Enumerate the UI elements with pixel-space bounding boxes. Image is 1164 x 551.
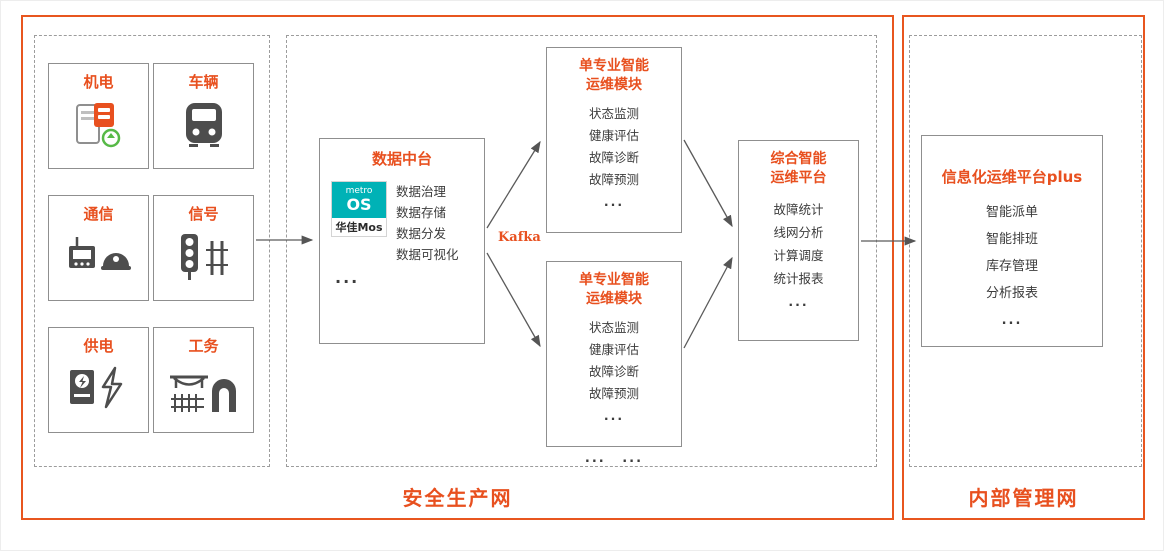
ellipsis: ...	[335, 268, 360, 287]
list-item: 健康评估	[588, 342, 639, 357]
info-platform-title: 信息化运维平台plus	[941, 168, 1083, 186]
ellipsis: ...	[1001, 313, 1023, 328]
list-item: 智能排班	[985, 232, 1038, 247]
huajia-mos-logo: metro OS 华佳Mos	[331, 181, 387, 237]
integrated-platform-box: 综合智能 运维平台 故障统计 线网分析 计算调度 统计报表 ...	[738, 140, 859, 341]
source-label: 工务	[188, 337, 219, 355]
list-item: 数据存储	[396, 205, 447, 220]
module-title: 单专业智能 运维模块	[579, 272, 649, 307]
logo-brand-name: 华佳Mos	[335, 221, 383, 234]
internal-management-network-label: 内部管理网	[968, 486, 1079, 510]
source-label: 供电	[83, 337, 114, 355]
module-items: 状态监测 健康评估 故障诊断 故障预测 ...	[547, 317, 681, 427]
data-platform-items: 数据治理 数据存储 数据分发 数据可视化	[396, 181, 459, 265]
source-label: 机电	[83, 73, 114, 91]
source-label: 车辆	[188, 73, 219, 91]
safety-production-network-label: 安全生产网	[402, 486, 513, 510]
bridge-tunnel-track-icon	[169, 375, 236, 412]
metro-os-logo-mark: metro OS	[332, 182, 386, 218]
list-item: 故障预测	[588, 172, 639, 187]
module-title: 单专业智能 运维模块	[579, 58, 649, 93]
more-modules-ellipsis: ... ...	[584, 451, 644, 466]
radio-intercom-icon	[68, 237, 131, 270]
traffic-light-track-icon	[180, 234, 228, 280]
source-label: 信号	[188, 205, 219, 223]
kafka-label: Kafka	[498, 230, 541, 245]
list-item: 故障诊断	[588, 150, 639, 165]
list-item: 数据可视化	[396, 247, 459, 262]
source-box-communication: 通信	[48, 195, 149, 301]
ellipsis: ...	[603, 194, 625, 209]
ellipsis: ...	[788, 294, 809, 309]
phone-device-recycle-icon	[75, 103, 120, 148]
source-box-mechatronics: 机电	[48, 63, 149, 169]
module-items: 状态监测 健康评估 故障诊断 故障预测 ...	[547, 103, 681, 213]
module-box-top: 单专业智能 运维模块 状态监测 健康评估 故障诊断 故障预测 ...	[546, 47, 682, 233]
info-platform-box: 信息化运维平台plus 智能派单 智能排班 库存管理 分析报表 ...	[921, 135, 1103, 347]
list-item: 库存管理	[985, 259, 1038, 274]
list-item: 数据分发	[396, 226, 447, 241]
list-item: 分析报表	[985, 286, 1038, 301]
source-systems-group	[34, 35, 270, 467]
power-meter-bolt-icon	[69, 366, 122, 409]
source-box-power-supply: 供电	[48, 327, 149, 433]
list-item: 故障诊断	[588, 364, 639, 379]
source-box-signal: 信号	[153, 195, 254, 301]
source-box-vehicles: 车辆	[153, 63, 254, 169]
train-front-icon	[185, 103, 222, 147]
info-platform-items: 智能派单 智能排班 库存管理 分析报表 ...	[922, 199, 1102, 334]
ellipsis: ...	[603, 408, 625, 423]
list-item: 线网分析	[773, 225, 824, 240]
integrated-platform-title: 综合智能 运维平台	[770, 151, 827, 186]
module-box-bottom: 单专业智能 运维模块 状态监测 健康评估 故障诊断 故障预测 ...	[546, 261, 682, 447]
list-item: 数据治理	[396, 184, 447, 199]
list-item: 统计报表	[773, 271, 824, 286]
list-item: 状态监测	[588, 106, 639, 121]
list-item: 健康评估	[588, 128, 639, 143]
list-item: 状态监测	[588, 320, 639, 335]
integrated-platform-items: 故障统计 线网分析 计算调度 统计报表 ...	[739, 198, 858, 313]
management-group	[909, 35, 1142, 467]
list-item: 智能派单	[985, 205, 1038, 220]
source-box-track-works: 工务	[153, 327, 254, 433]
processing-group	[286, 35, 877, 467]
data-platform-title: 数据中台	[371, 150, 432, 168]
data-platform-box: 数据中台 metro OS 华佳Mos 数据治理 数据存储 数据分发 数据可视化…	[319, 138, 485, 344]
list-item: 故障预测	[588, 386, 639, 401]
list-item: 计算调度	[773, 248, 824, 263]
source-label: 通信	[83, 205, 114, 223]
list-item: 故障统计	[773, 202, 824, 217]
